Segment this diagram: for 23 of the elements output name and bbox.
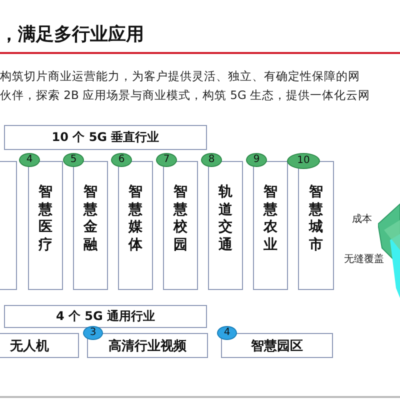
industry-box: 智慧医疗 (28, 161, 63, 290)
industry-box: 智慧农业 (253, 161, 288, 290)
industry-box: 轨道交通 (208, 161, 243, 290)
number-badge: 5 (63, 153, 84, 167)
industry-box: 智慧校园 (163, 161, 198, 290)
number-badge: 6 (111, 153, 132, 167)
body-text: 伙伴，探索 2B 应用场景与商业模式，构筑 5G 生态，提供一体化云网 (0, 88, 370, 103)
category-header-box: 4 个 5G 通用行业 (4, 305, 207, 328)
industry-box: 智慧金融 (73, 161, 108, 290)
number-badge: 4 (217, 326, 237, 340)
industry-box: 无人机 (0, 333, 79, 358)
number-badge: 10 (287, 153, 320, 169)
number-badge: 9 (246, 153, 267, 167)
category-header-box: 10 个 5G 垂直行业 (4, 125, 207, 150)
slide-title: ，满足多行业应用 (0, 23, 144, 46)
number-badge: 3 (83, 326, 103, 340)
axis-label: 无缝覆盖 (344, 252, 384, 266)
number-badge: 4 (19, 153, 40, 167)
body-text: 构筑切片商业运营能力，为客户提供灵活、独立、有确定性保障的网 (0, 69, 360, 84)
industry-box: 智慧媒体 (118, 161, 153, 290)
number-badge: 8 (201, 153, 222, 167)
axis-label: 成本 (352, 212, 372, 226)
number-badge: 7 (156, 153, 177, 167)
